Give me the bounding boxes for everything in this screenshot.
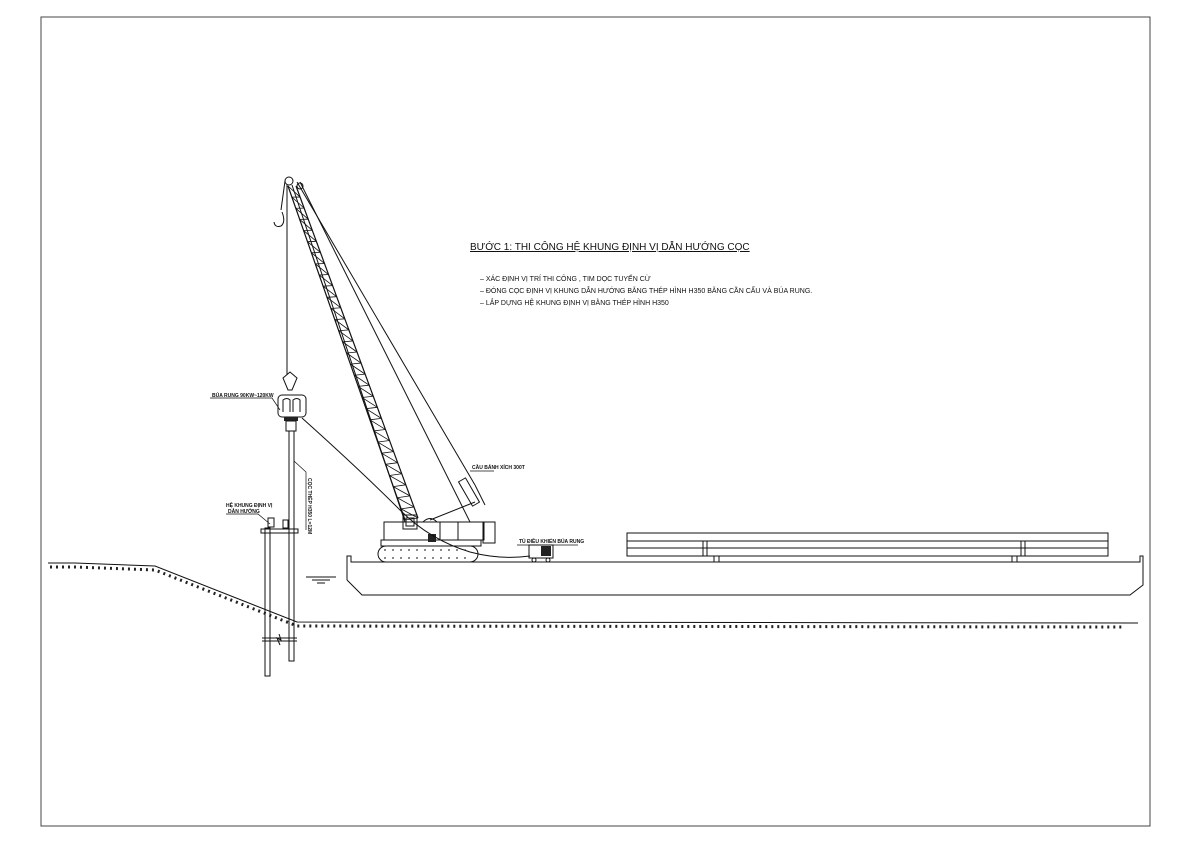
note-3: – LẮP DỰNG HỆ KHUNG ĐỊNH VỊ BẰNG THÉP HÌ… — [480, 298, 669, 307]
guide-frame-label-2: DẪN HƯỚNG — [228, 507, 260, 515]
boom-member — [319, 274, 329, 276]
boom-member — [389, 475, 406, 486]
guide-frame-leader — [226, 513, 271, 525]
control-box — [528, 544, 554, 563]
note-1: – XÁC ĐỊNH VỊ TRÍ THI CÔNG , TIM DỌC TUY… — [480, 273, 651, 283]
riverbed-ground — [48, 562, 1139, 629]
boom-member — [393, 486, 411, 497]
boom-member — [369, 418, 382, 421]
boom-member — [397, 495, 410, 499]
boom-member — [362, 395, 374, 398]
boom-member — [303, 230, 317, 242]
boom-member — [393, 484, 406, 487]
boom-member — [330, 308, 346, 320]
boom-member — [373, 430, 390, 441]
vibratory-hammer — [277, 371, 307, 432]
barge — [346, 555, 1144, 596]
boom-member — [389, 473, 402, 476]
steel-piles — [260, 430, 299, 677]
hammer-label: BÚA RUNG 90KW~120KW — [212, 392, 274, 399]
boom-member — [361, 397, 378, 408]
crane-label: CẦU BÁNH XÍCH 300T — [472, 463, 525, 471]
boom-member — [400, 508, 419, 519]
boom-member — [358, 384, 370, 387]
boom-member — [381, 452, 398, 464]
boom-member — [365, 406, 378, 410]
hammer-leader — [210, 397, 281, 411]
pile-leader — [293, 460, 307, 530]
step-title: BƯỚC 1: THI CÔNG HỆ KHUNG ĐỊNH VỊ DẪN HƯ… — [470, 240, 750, 253]
boom-member — [404, 517, 419, 521]
control-box-label: TỦ ĐIỀU KHIỂN BÚA RUNG — [519, 538, 584, 545]
boom-member — [334, 318, 345, 320]
boom-member — [307, 241, 321, 253]
note-2: – ĐÓNG CỌC ĐỊNH VỊ KHUNG DẪN HƯỚNG BẰNG … — [480, 285, 812, 295]
boom-member — [381, 451, 394, 454]
boom-member — [299, 219, 313, 231]
boom-member — [330, 307, 341, 309]
boom-member — [397, 497, 415, 508]
drawing-frame — [40, 16, 1151, 827]
boom-member — [357, 386, 374, 397]
boom-member — [385, 463, 402, 475]
boom-member — [373, 429, 386, 432]
water-level-symbol — [306, 576, 336, 584]
crawler-crane — [273, 176, 496, 563]
boom-member — [369, 419, 386, 430]
boom-member — [326, 296, 337, 298]
boom-member — [311, 252, 325, 264]
boom-member — [377, 441, 394, 452]
boom-member — [315, 263, 329, 275]
boom-member — [385, 462, 398, 465]
boom-member — [322, 285, 337, 297]
boom-member — [365, 408, 382, 419]
pile-label: CỌC THÉP H350 L=12M — [306, 478, 314, 534]
boom-member — [377, 440, 390, 443]
steel-beam-stack — [626, 532, 1109, 563]
guide-frame-label-1: HỆ KHUNG ĐỊNH VỊ — [226, 501, 273, 509]
boom-member — [334, 319, 350, 331]
boom-member — [318, 274, 333, 286]
hydraulic-hose — [301, 417, 531, 558]
boom-member — [323, 285, 333, 287]
boom-member — [401, 506, 414, 510]
boom-member — [326, 297, 341, 309]
